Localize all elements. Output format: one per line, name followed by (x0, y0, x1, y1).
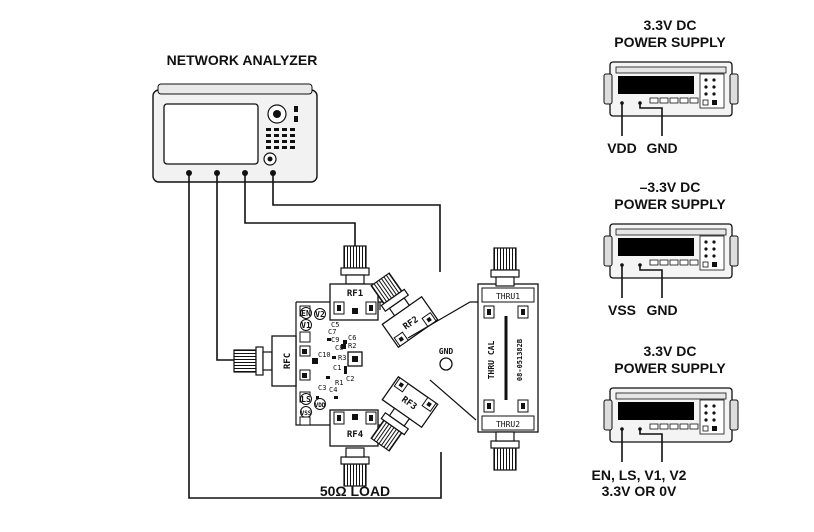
pin-en[interactable] (300, 307, 312, 319)
svg-text:R2: R2 (348, 342, 356, 350)
svg-text:C8: C8 (335, 344, 343, 352)
svg-text:POWER SUPPLY: POWER SUPPLY (614, 196, 726, 212)
svg-text:EN: EN (301, 309, 311, 318)
svg-text:V1: V1 (301, 321, 311, 330)
analyzer-keypad[interactable] (266, 128, 295, 149)
vss-label: VSS (608, 302, 636, 318)
network-analyzer (152, 83, 318, 183)
svg-text:C9: C9 (331, 336, 339, 344)
svg-text:C4: C4 (329, 386, 337, 394)
svg-text:V2: V2 (315, 310, 325, 319)
svg-text:3.3V DC: 3.3V DC (644, 343, 697, 359)
svg-text:C7: C7 (328, 328, 336, 336)
control-label: EN, LS, V1, V2 (592, 467, 687, 483)
analyzer-screen (163, 103, 259, 165)
rfc-port: RFC (233, 335, 318, 387)
evaluation-board: EN V2 V1 LS VDD VSS C5 C7 C9 C6 R2 C8 C1… (233, 245, 439, 487)
svg-text:VSS: VSS (301, 410, 312, 417)
gnd-label: GND (439, 347, 454, 356)
rf4-port: RF4 (329, 409, 379, 487)
gnd-label-1: GND (646, 140, 677, 156)
gnd-post[interactable] (439, 357, 453, 371)
power-supply-control: 3.3V DC POWER SUPPLY EN, LS, V1, V2 3.3V… (592, 343, 739, 499)
svg-text:C6: C6 (348, 334, 356, 342)
svg-text:C3: C3 (318, 384, 326, 392)
svg-text:POWER SUPPLY: POWER SUPPLY (614, 34, 726, 50)
pin-v1[interactable] (300, 319, 312, 331)
rfc-label: RFC (283, 353, 293, 369)
thru2-label: THRU2 (496, 420, 520, 429)
pin-v2[interactable] (314, 308, 326, 320)
thru-cal-label: THRU CAL (487, 341, 496, 380)
pin-vdd[interactable] (314, 398, 326, 410)
board-components: C5 C7 C9 C6 R2 C8 C10 R3 C1 C2 R1 C4 C3 (316, 321, 363, 399)
svg-text:C10: C10 (318, 351, 331, 359)
rf-cables (188, 173, 442, 499)
power-supply-vss: –3.3V DC POWER SUPPLY VSS GND (603, 179, 739, 318)
pin-ls[interactable] (300, 393, 312, 405)
svg-text:C2: C2 (346, 375, 354, 383)
load-label: 50Ω LOAD (320, 483, 390, 499)
vdd-label: VDD (607, 140, 637, 156)
thru-cal-board: THRU1 THRU CAL 08-051382B THRU2 (407, 247, 539, 471)
rf1-port: RF1 (329, 245, 379, 321)
svg-text:R1: R1 (335, 379, 343, 387)
rf3-port: RF3 (368, 375, 439, 454)
svg-text:VDD: VDD (315, 402, 326, 409)
svg-text:R3: R3 (338, 354, 346, 362)
svg-text:POWER SUPPLY: POWER SUPPLY (614, 360, 726, 376)
svg-text:C1: C1 (333, 364, 341, 372)
control-pins: EN V2 V1 LS VDD VSS (299, 305, 326, 426)
svg-text:C5: C5 (331, 321, 339, 329)
network-analyzer-title: NETWORK ANALYZER (167, 52, 318, 68)
gnd-label-2: GND (646, 302, 677, 318)
power-supply-vdd: 3.3V DC POWER SUPPLY VDD GND (603, 17, 739, 156)
svg-text:3.3V DC: 3.3V DC (644, 17, 697, 33)
gnd-terminal: GND (439, 347, 454, 371)
rf2-port: RF2 (368, 270, 439, 349)
svg-text:–3.3V DC: –3.3V DC (640, 179, 701, 195)
svg-text:LS: LS (301, 395, 311, 404)
control-level-label: 3.3V OR 0V (602, 483, 677, 499)
rf4-label: RF4 (347, 430, 364, 440)
thru1-label: THRU1 (496, 292, 520, 301)
rf1-label: RF1 (347, 289, 363, 299)
cal-part-number: 08-051382B (516, 339, 524, 381)
